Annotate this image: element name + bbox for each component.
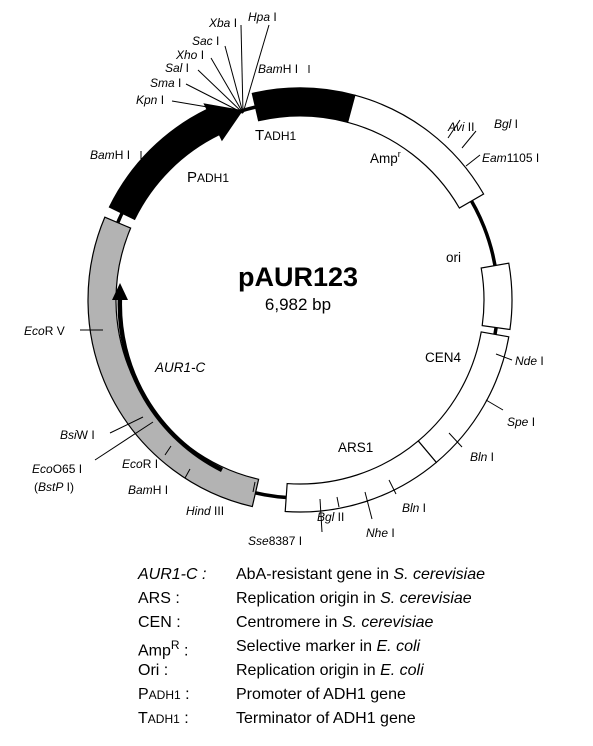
bln-r-tick	[448, 432, 463, 448]
nde-tick	[495, 353, 513, 361]
nhe-tick	[364, 491, 373, 520]
xba-line	[240, 24, 244, 114]
ecoo65-line	[94, 421, 154, 461]
sal-line	[197, 69, 244, 114]
hind-label: Hind III	[186, 504, 224, 518]
ecor-tick	[164, 445, 172, 456]
spe-tick	[485, 399, 504, 411]
legend-term: TADH1 :	[138, 710, 189, 727]
ecoo65-label: EcoO65 I	[32, 462, 82, 476]
eam-tick	[465, 154, 481, 167]
bln-b-label: Bln I	[402, 501, 426, 515]
sse-tick	[319, 498, 323, 533]
xho-label: Xho I	[175, 48, 204, 62]
cen4-label: CEN4	[425, 350, 462, 365]
legend-desc: Replication origin in S. cerevisiae	[236, 590, 472, 607]
ampr-label: Ampr	[370, 149, 401, 166]
hpa-line	[242, 24, 270, 114]
plasmid-size: 6,982 bp	[265, 295, 331, 314]
tadh1-label: TADH1	[255, 127, 297, 144]
ori-label: ori	[446, 250, 461, 265]
legend-term: Ori :	[138, 662, 169, 679]
legend-term: PADH1 :	[138, 686, 190, 703]
legend-desc: Terminator of ADH1 gene	[236, 710, 416, 727]
eam-label: Eam1105 I	[482, 151, 539, 165]
aur1c-label: AUR1-C	[154, 360, 206, 375]
ars1-label: ARS1	[338, 440, 373, 455]
ampr-segment	[346, 94, 485, 209]
kpn-label: Kpn I	[136, 93, 164, 107]
legend-term: AmpR :	[138, 638, 189, 660]
aur1c-direction-arrow	[117, 295, 224, 473]
ecor-label: EcoR I	[122, 457, 158, 471]
xho-line	[210, 57, 244, 114]
bamh-bot-tick	[184, 468, 191, 479]
avi-label: Avi II	[447, 120, 474, 134]
hpa-label: Hpa I	[248, 10, 277, 24]
avi-tick	[447, 119, 461, 139]
legend-desc: Selective marker in E. coli	[236, 638, 421, 655]
sma-label: Sma I	[150, 76, 181, 90]
bgl2-tick	[336, 496, 340, 508]
sac-line	[224, 45, 244, 114]
nhe-label: Nhe I	[366, 526, 395, 540]
bgl2-label: Bgl II	[317, 510, 344, 524]
feature-segments	[87, 87, 513, 513]
sse-label: Sse8387 I	[248, 534, 302, 548]
kpn-line	[171, 100, 244, 114]
legend-desc: Centromere in S. cerevisiae	[236, 614, 434, 631]
plasmid-map: pAUR123 6,982 bp PADH1 TADH1 Ampr ori CE…	[24, 10, 544, 548]
legend-desc: Replication origin in E. coli	[236, 662, 424, 679]
legend-desc: AbA-resistant gene in S. cerevisiae	[236, 566, 486, 583]
legend-term: CEN :	[138, 614, 181, 631]
plasmid-name: pAUR123	[238, 262, 358, 292]
sma-line	[185, 83, 244, 114]
bamh-bot-label: BamH I	[128, 483, 168, 497]
aur1c-arrowhead-icon	[112, 283, 128, 300]
bsiw-label: BsiW I	[60, 428, 95, 442]
ars1-segment	[284, 440, 438, 513]
bamh-left-label: BamH I	[90, 148, 130, 162]
bstp-label: (BstP I)	[34, 480, 74, 494]
legend-desc: Promoter of ADH1 gene	[236, 686, 406, 703]
bln-r-label: Bln I	[470, 450, 494, 464]
bsiw-line	[109, 416, 144, 434]
bgl-top-tick	[461, 130, 477, 149]
legend-term: ARS :	[138, 590, 180, 607]
ori-segment	[480, 262, 513, 331]
sac-label: Sac I	[192, 34, 219, 48]
ecorv-label: EcoR V	[24, 324, 65, 338]
bln-b-tick	[388, 479, 397, 495]
site-markers	[80, 24, 513, 533]
spe-label: Spe I	[507, 415, 535, 429]
hind-tick	[252, 481, 256, 493]
tadh1-segment	[251, 87, 356, 124]
bgl-top-label: Bgl I	[494, 117, 518, 131]
padh1-label: PADH1	[187, 169, 229, 186]
nde-label: Nde I	[515, 354, 544, 368]
xba-label: Xba I	[208, 16, 237, 30]
bamh-top-label: BamH I	[258, 62, 298, 76]
sal-label: Sal I	[165, 61, 189, 75]
legend-term: AUR1-C :	[138, 566, 207, 583]
